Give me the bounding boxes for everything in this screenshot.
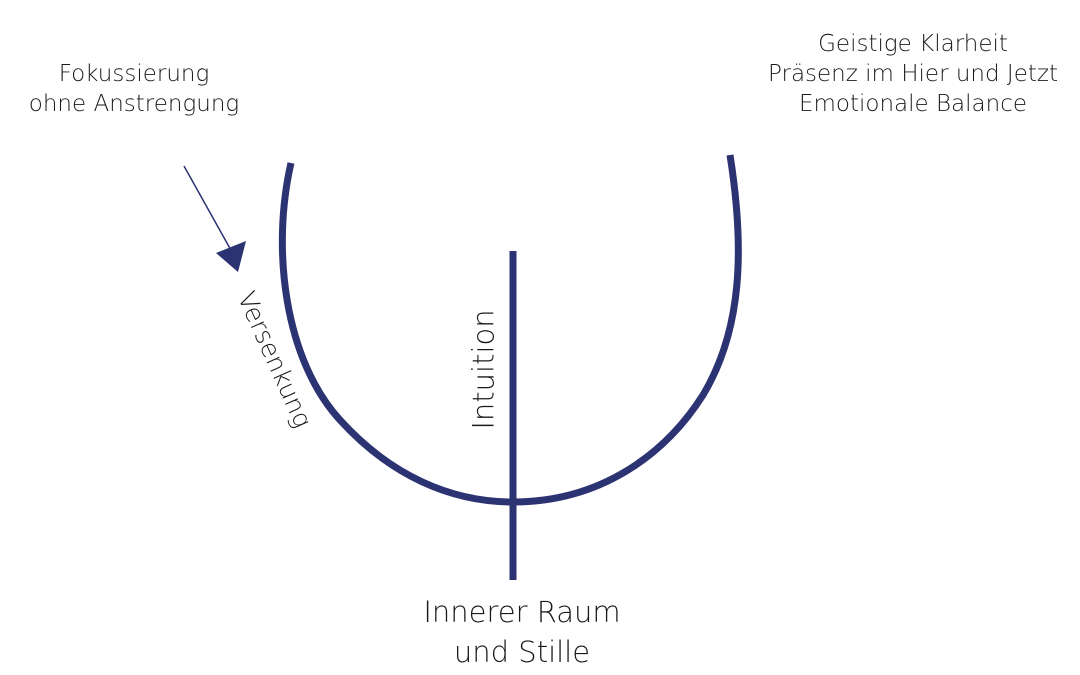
arrow-down-right-icon (216, 241, 246, 272)
outcome-balance: Emotionale Balance (798, 90, 1028, 117)
inner-space-label: Innerer Raum und Stille (372, 592, 672, 672)
focus-label-line-2: ohne Anstrengung (28, 90, 240, 117)
outcomes-label: Geistige Klarheit Präsenz im Hier und Je… (748, 30, 1078, 120)
outcome-presence: Präsenz im Hier und Jetzt (768, 60, 1058, 87)
inner-space-line-2: und Stille (453, 635, 591, 670)
inner-space-line-1: Innerer Raum (423, 595, 621, 629)
arrow-shaft (183, 165, 233, 253)
outcome-clarity: Geistige Klarheit (818, 31, 1008, 57)
focus-label-line-1: Fokussierung (58, 61, 210, 87)
focus-label: Fokussierung ohne Anstrengung (0, 60, 268, 120)
intuition-label: Intuition (466, 309, 501, 430)
